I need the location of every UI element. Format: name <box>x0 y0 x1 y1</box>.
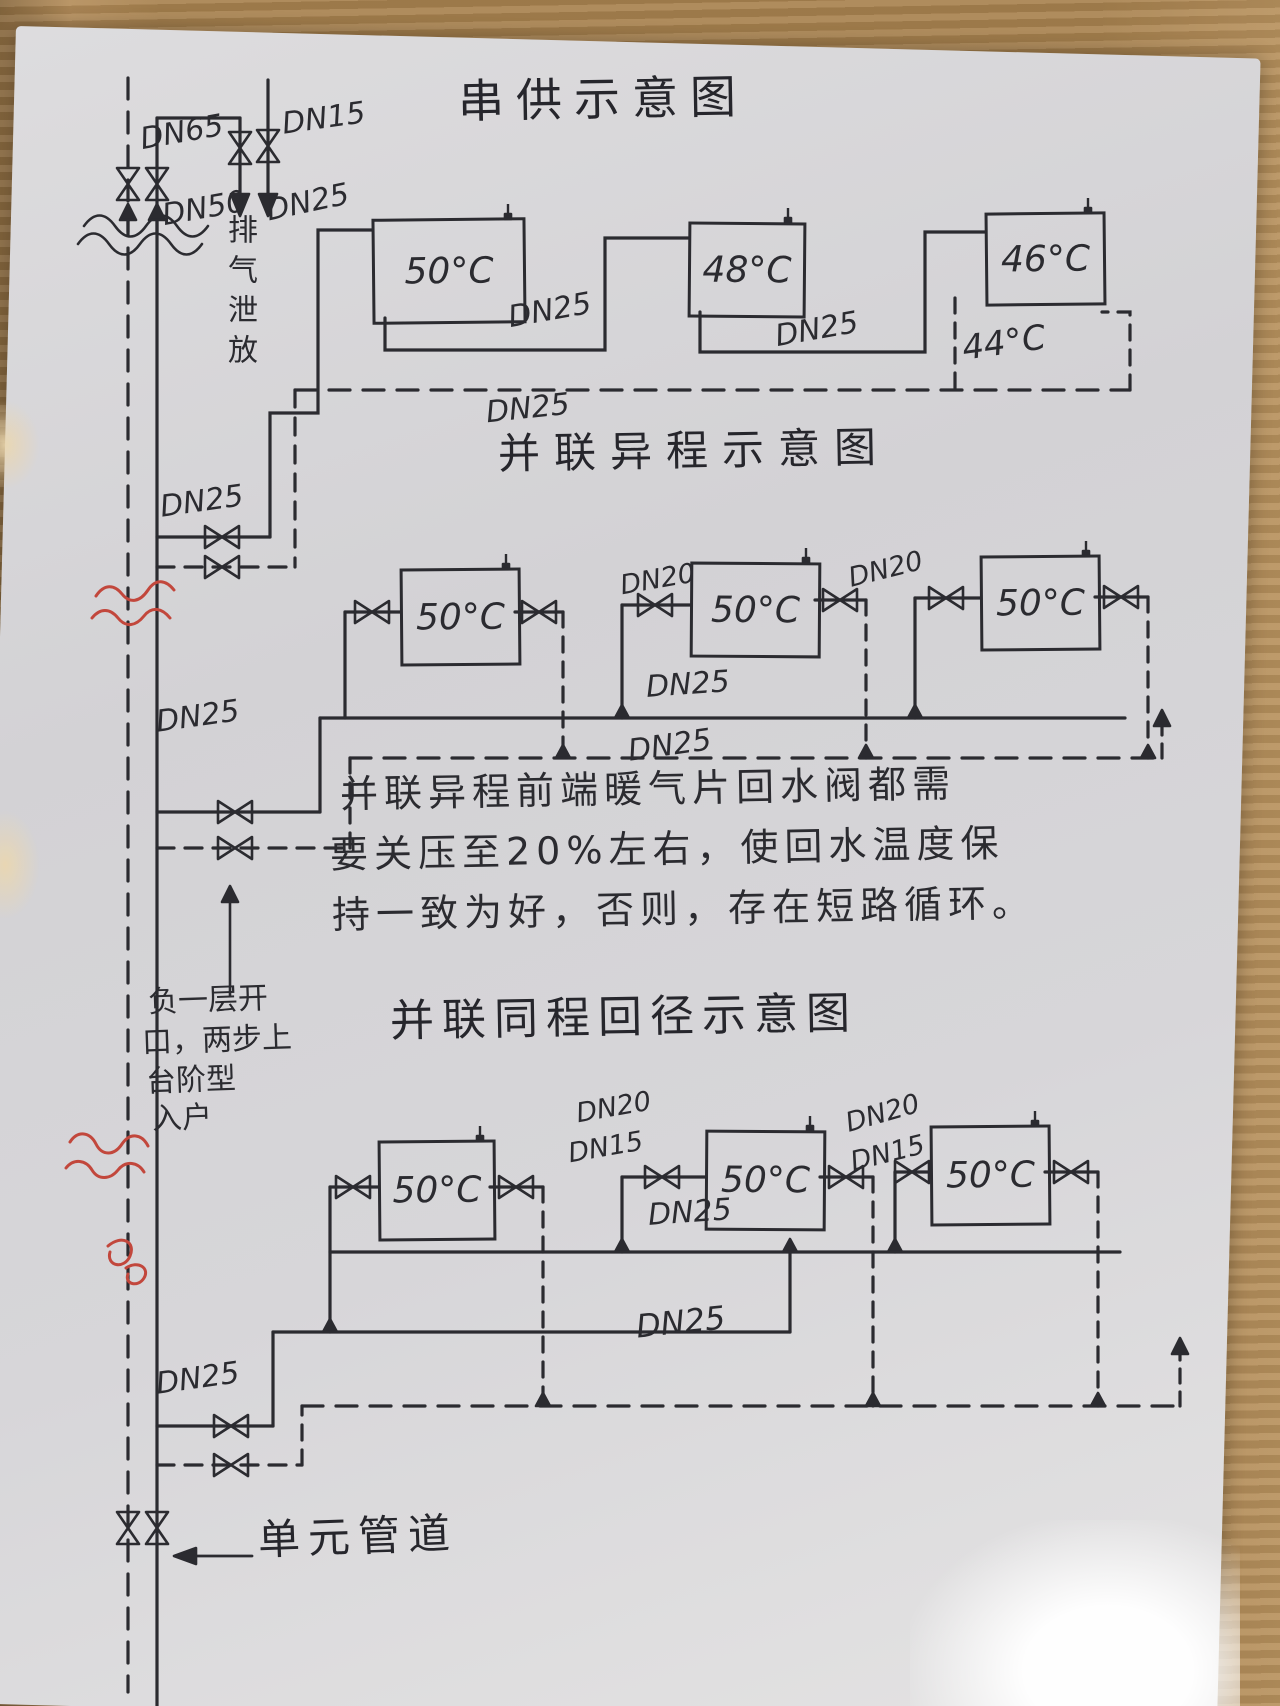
pr-radiator-2-temp: 50°C <box>710 589 801 631</box>
parallel-reverse-radiator-3: 50°C <box>979 554 1102 652</box>
parallel-reverse-radiator-1: 50°C <box>399 567 522 667</box>
valve-icon <box>334 1174 372 1200</box>
junction-tick-icon <box>857 743 875 760</box>
valve-icon <box>827 1164 865 1190</box>
air-vent-nub-icon <box>1030 1119 1040 1128</box>
entry-note-line-4: 入户 <box>151 1099 213 1138</box>
note-line-3: 持一致为好，否则，存在短路循环。 <box>331 880 1037 938</box>
series-circuit <box>155 228 1132 569</box>
junction-tick-icon <box>534 1391 552 1408</box>
ps-radiator-1-temp: 50°C <box>392 1169 482 1212</box>
series-radiator-3-temp: 46°C <box>1000 238 1091 280</box>
air-vent-nub-icon <box>501 562 511 571</box>
valve-icon <box>212 1413 250 1439</box>
wood-highlight <box>0 400 40 490</box>
entry-note-line-1: 负一层开 <box>147 980 269 1021</box>
arrow-up-icon <box>1170 1336 1190 1356</box>
valve-icon <box>115 1510 141 1546</box>
valve-icon <box>636 592 674 618</box>
junction-tick-icon <box>1089 1391 1107 1408</box>
valve-icon <box>1102 584 1140 610</box>
pipe-break-mark <box>82 214 210 238</box>
series-radiator-1: 50°C <box>371 217 527 325</box>
air-vent-nub-icon <box>801 556 811 565</box>
air-vent-nub-icon <box>1083 206 1093 215</box>
parallel-same-radiator-1: 50°C <box>377 1139 497 1242</box>
valve-icon <box>255 128 281 164</box>
valve-icon <box>520 599 558 625</box>
junction-tick-icon <box>781 1237 799 1254</box>
junction-tick-icon <box>554 743 572 760</box>
ps-radiator-2-temp: 50°C <box>720 1159 811 1202</box>
parallel-same-title: 并联同程回径示意图 <box>389 987 859 1048</box>
valve-icon <box>927 585 965 611</box>
ps-return-dn25-label: DN25 <box>634 1298 728 1346</box>
junction-tick-icon <box>886 1237 904 1254</box>
pipe-break-mark <box>76 232 204 256</box>
air-vent-nub-icon <box>475 1134 485 1143</box>
valve-icon <box>216 799 254 825</box>
air-vent-nub-icon <box>783 216 793 225</box>
arrow-up-icon <box>147 202 167 222</box>
junction-tick-icon <box>864 1391 882 1408</box>
series-title: 串供示意图 <box>457 69 749 129</box>
series-radiator-1-temp: 50°C <box>404 250 494 292</box>
junction-tick-icon <box>1139 743 1157 760</box>
note-line-2: 要关压至20%左右，使回水温度保 <box>329 821 1005 877</box>
ps-supply-dn25-label: DN25 <box>646 1192 733 1233</box>
entry-note-line-2: 口，两步上 <box>141 1020 293 1061</box>
valve-icon <box>144 166 170 202</box>
arrow-down-icon <box>229 192 251 218</box>
arrow-up-icon <box>220 884 240 904</box>
valve-icon <box>212 1452 250 1478</box>
arrow-up-icon <box>1152 708 1172 728</box>
entry-note-line-3: 台阶型 <box>145 1061 237 1100</box>
junction-tick-icon <box>906 703 924 720</box>
unit-pipe-label: 单元管道 <box>257 1508 459 1565</box>
valve-icon <box>1052 1159 1090 1185</box>
arrow-down-icon <box>257 192 279 218</box>
arrow-left-icon <box>172 1546 198 1566</box>
valve-icon <box>203 554 241 580</box>
pr-radiator-3-temp: 50°C <box>995 582 1086 624</box>
junction-tick-icon <box>613 703 631 720</box>
ps-radiator-3-temp: 50°C <box>945 1154 1036 1197</box>
junction-tick-icon <box>613 1237 631 1254</box>
air-vent-nub-icon <box>503 212 513 221</box>
valve-icon <box>216 835 254 861</box>
pr-radiator-1-temp: 50°C <box>415 596 506 638</box>
valve-icon <box>497 1174 535 1200</box>
valve-icon <box>115 166 141 202</box>
parallel-reverse-title: 并联异程示意图 <box>497 422 891 479</box>
parallel-same-radiator-3: 50°C <box>929 1124 1052 1227</box>
light-glare <box>910 1520 1240 1706</box>
series-dn25-return-label: DN25 <box>484 386 572 431</box>
valve-icon <box>227 130 253 166</box>
valve-icon <box>893 1159 931 1185</box>
valve-icon <box>821 587 859 613</box>
air-vent-label: 排气泄放 <box>222 214 257 374</box>
note-line-1: 并联异程前端暖气片回水阀都需 <box>339 761 957 817</box>
valve-icon <box>643 1164 681 1190</box>
parallel-reverse-radiator-2: 50°C <box>689 561 822 659</box>
red-check-marks <box>64 580 176 1286</box>
junction-tick-icon <box>321 1317 339 1334</box>
series-radiator-2-temp: 48°C <box>702 249 792 291</box>
air-vent-nub-icon <box>805 1124 815 1133</box>
air-vent-nub-icon <box>1081 549 1091 558</box>
valve-icon <box>203 524 241 550</box>
pr-supply-dn25-label: DN25 <box>644 664 731 705</box>
valve-and-junction-symbols <box>115 128 1190 1566</box>
valve-icon <box>353 599 391 625</box>
series-radiator-2: 48°C <box>687 221 807 319</box>
series-radiator-3: 46°C <box>984 211 1107 307</box>
arrow-up-icon <box>118 202 138 222</box>
wood-highlight <box>0 810 40 920</box>
valve-icon <box>144 1510 170 1546</box>
